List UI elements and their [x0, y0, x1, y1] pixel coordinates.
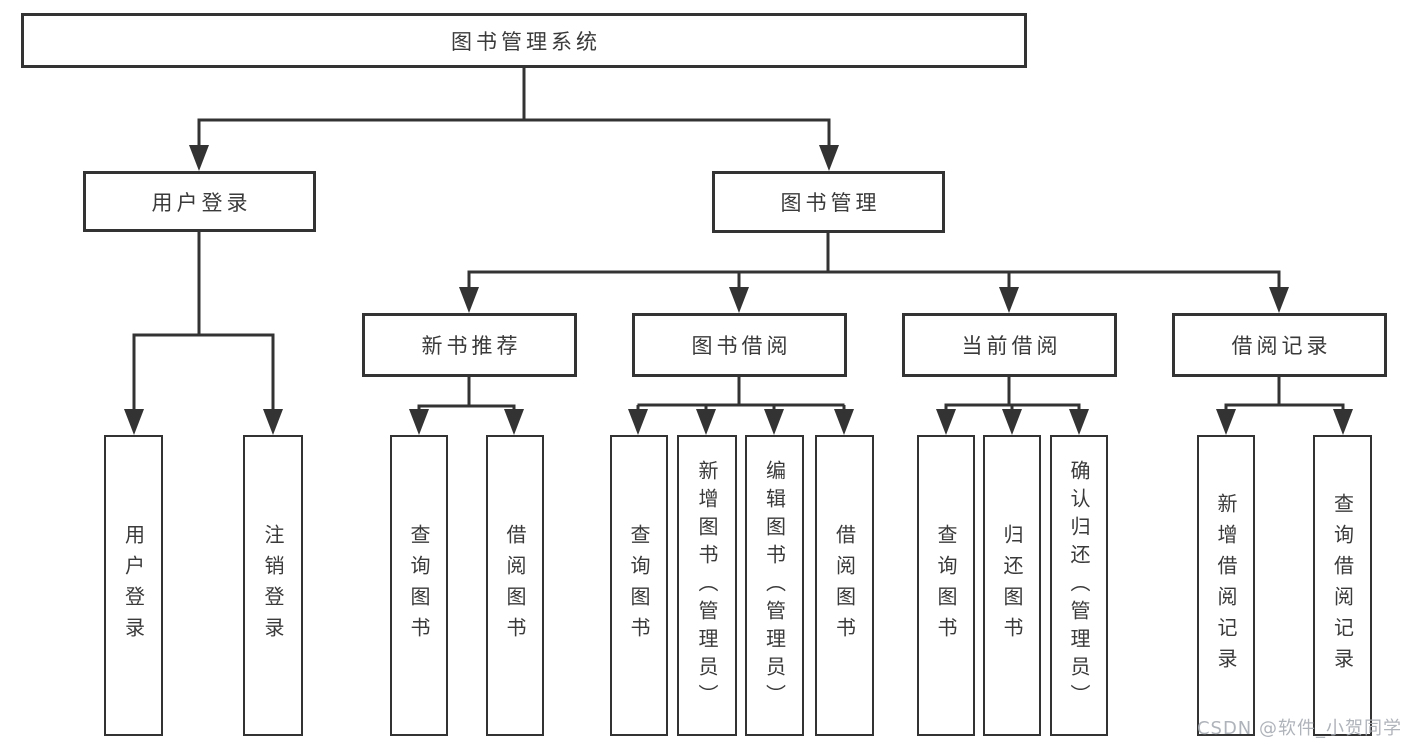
arrowhead-icon	[696, 409, 716, 435]
arrowhead-icon	[764, 409, 784, 435]
arrowhead-icon	[729, 287, 749, 313]
arrowhead-icon	[459, 287, 479, 313]
node-label: 当前借阅	[961, 334, 1062, 358]
arrowhead-icon	[409, 409, 429, 435]
node-label: 查询图书	[934, 523, 958, 648]
node-label: 借阅图书	[503, 523, 527, 648]
node-label: 查询图书	[627, 523, 651, 648]
arrowhead-icon	[1269, 287, 1289, 313]
arrowhead-icon	[1002, 409, 1022, 435]
node-book-borrowing: 图书借阅	[632, 313, 847, 377]
arrowheads	[124, 145, 1353, 435]
node-label: 新增图书（管理员）	[695, 459, 719, 712]
arrowhead-icon	[834, 409, 854, 435]
arrowhead-icon	[819, 145, 839, 171]
node-label: 新书推荐	[421, 334, 522, 358]
leaf-logout: 注销登录	[243, 435, 303, 736]
arrowhead-icon	[504, 409, 524, 435]
node-current-borrowing: 当前借阅	[902, 313, 1117, 377]
node-label: 借阅记录	[1231, 334, 1332, 358]
leaf-borrowing-edit-books-admin: 编辑图书（管理员）	[745, 435, 804, 736]
arrowhead-icon	[1333, 409, 1353, 435]
node-label: 确认归还（管理员）	[1067, 459, 1091, 712]
arrowhead-icon	[628, 409, 648, 435]
leaf-borrowing-add-books-admin: 新增图书（管理员）	[677, 435, 737, 736]
leaf-current-query-books: 查询图书	[917, 435, 975, 736]
arrowhead-icon	[1216, 409, 1236, 435]
node-label: 用户登录	[151, 190, 252, 215]
node-user-login-branch: 用户登录	[83, 171, 316, 232]
leaf-current-confirm-return-admin: 确认归还（管理员）	[1050, 435, 1108, 736]
node-library-system: 图书管理系统	[21, 13, 1027, 68]
node-book-management: 图书管理	[712, 171, 945, 233]
arrowhead-icon	[189, 145, 209, 171]
leaf-current-return-books: 归还图书	[983, 435, 1041, 736]
leaf-records-add-record: 新增借阅记录	[1197, 435, 1255, 736]
node-new-book-recommend: 新书推荐	[362, 313, 577, 377]
leaf-records-query-record: 查询借阅记录	[1313, 435, 1372, 736]
arrowhead-icon	[124, 409, 144, 435]
csdn-watermark: CSDN @软件_小贺同学	[1196, 718, 1402, 739]
node-label: 编辑图书（管理员）	[762, 459, 787, 712]
leaf-recommend-borrow-books: 借阅图书	[486, 435, 544, 736]
node-label: 查询图书	[407, 523, 431, 648]
node-label: 图书借阅	[691, 334, 792, 358]
arrowhead-icon	[936, 409, 956, 435]
leaf-borrowing-borrow-books: 借阅图书	[815, 435, 874, 736]
leaf-borrowing-query-books: 查询图书	[610, 435, 668, 736]
arrowhead-icon	[1069, 409, 1089, 435]
node-label: 借阅图书	[832, 523, 857, 648]
node-borrow-records: 借阅记录	[1172, 313, 1387, 377]
node-label: 图书管理	[780, 191, 881, 215]
arrowhead-icon	[263, 409, 283, 435]
node-label: 新增借阅记录	[1214, 492, 1238, 679]
leaf-recommend-query-books: 查询图书	[390, 435, 448, 736]
leaf-user-login: 用户登录	[104, 435, 163, 736]
node-label: 注销登录	[261, 523, 285, 648]
arrowhead-icon	[999, 287, 1019, 313]
node-label: 查询借阅记录	[1330, 492, 1355, 679]
node-label: 用户登录	[121, 523, 146, 648]
node-label: 图书管理系统	[451, 29, 601, 54]
node-label: 归还图书	[1000, 523, 1024, 648]
